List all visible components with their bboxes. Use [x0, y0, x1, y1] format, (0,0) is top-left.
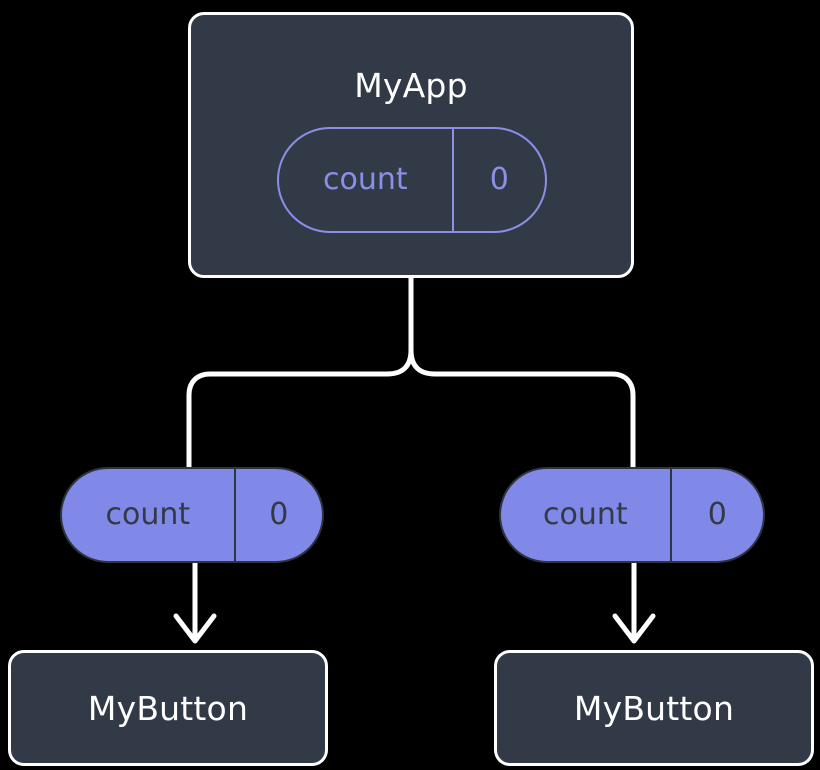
state-pill-branch-right[interactable]: count 0	[499, 467, 765, 563]
connector-arrow-left-head	[173, 613, 217, 644]
state-value-root: 0	[451, 129, 545, 231]
state-pill-root[interactable]: count 0	[277, 127, 547, 233]
connector-trunk-split-left	[186, 347, 414, 471]
component-label-mybutton-left: MyButton	[87, 688, 249, 728]
state-pill-branch-left[interactable]: count 0	[60, 467, 324, 563]
state-value-branch-left: 0	[233, 469, 322, 561]
component-node-myapp[interactable]: MyApp	[188, 12, 634, 278]
state-key-root: count	[323, 162, 408, 197]
state-key-branch-right: count	[543, 497, 628, 532]
component-label-mybutton-right: MyButton	[573, 688, 735, 728]
connector-arrow-right-head	[612, 613, 656, 644]
connector-trunk-split	[408, 275, 636, 471]
component-node-mybutton-right[interactable]: MyButton	[494, 650, 814, 766]
component-label-myapp: MyApp	[354, 66, 468, 105]
state-value-branch-right: 0	[669, 469, 763, 561]
component-node-mybutton-left[interactable]: MyButton	[8, 650, 328, 766]
state-key-branch-left: count	[105, 497, 191, 532]
